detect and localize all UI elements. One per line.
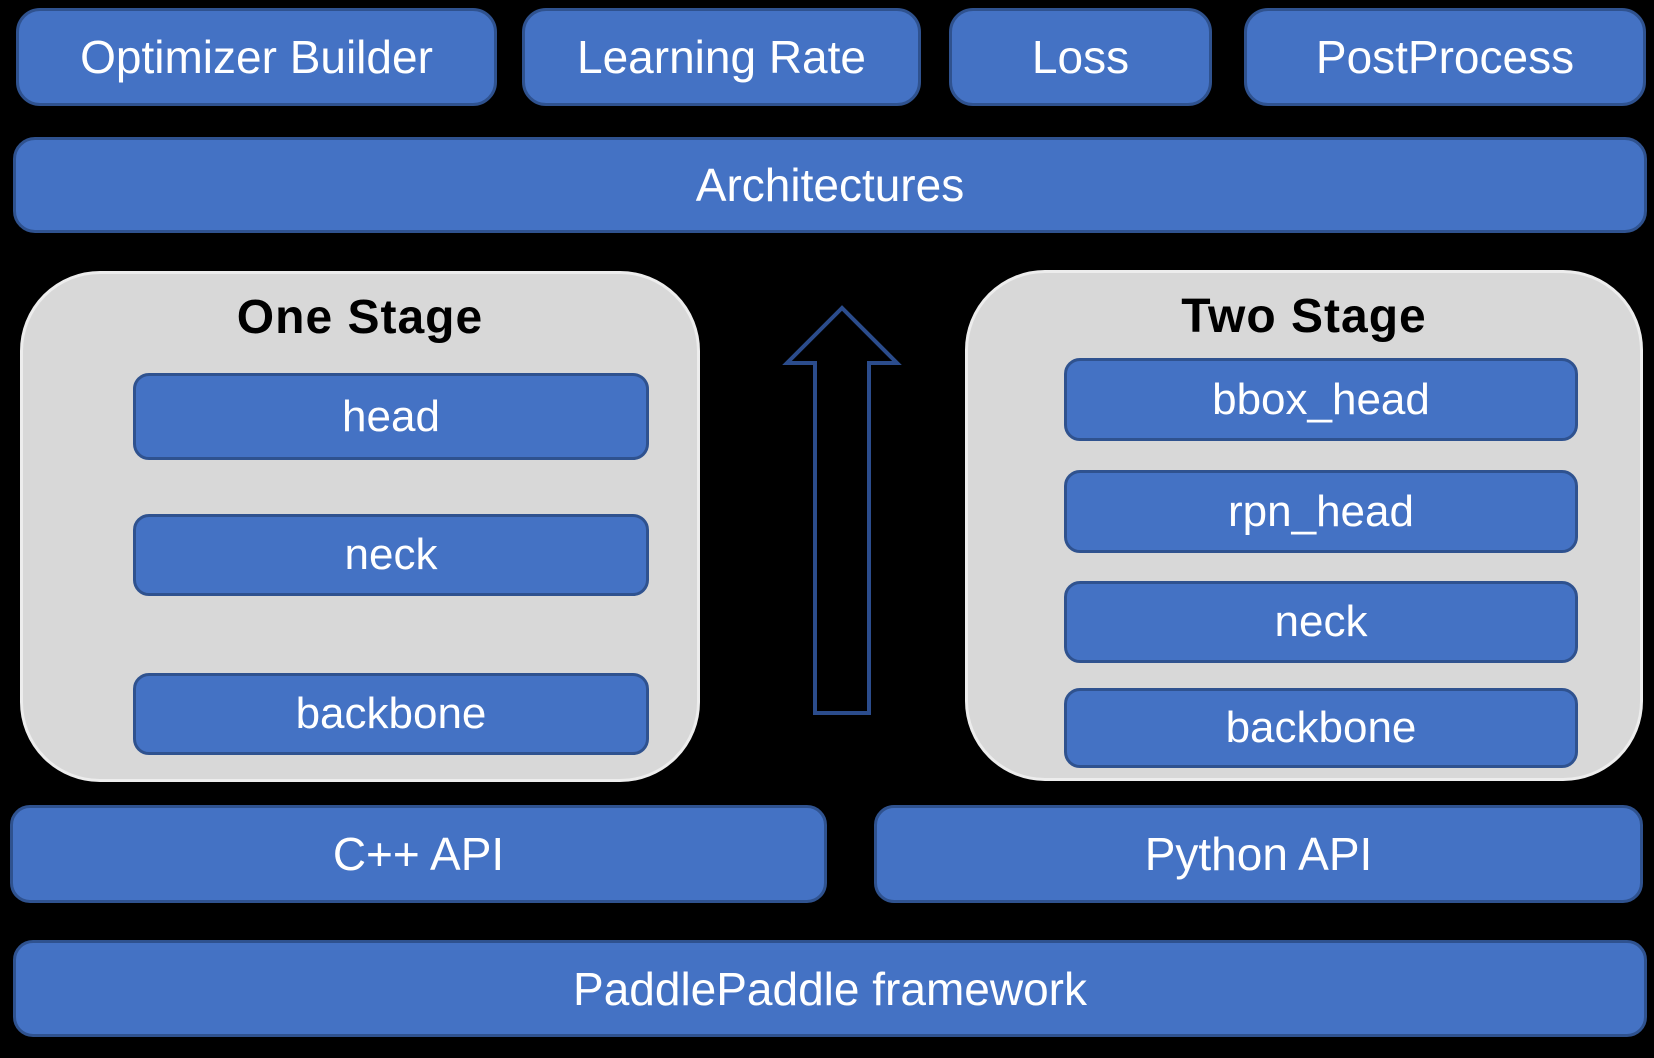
paddlepaddle-framework-bar: PaddlePaddle framework <box>13 940 1647 1037</box>
two-stage-module-neck: neck <box>1064 581 1578 663</box>
two-stage-title: Two Stage <box>1181 290 1427 343</box>
two-stage-module-rpn-head: rpn_head <box>1064 470 1578 553</box>
two-stage-container: Two Stage bbox_head rpn_head neck backbo… <box>965 270 1643 781</box>
one-stage-module-backbone: backbone <box>133 673 649 755</box>
up-arrow-icon <box>782 305 902 715</box>
cpp-api-box: C++ API <box>10 805 827 903</box>
one-stage-title: One Stage <box>236 291 484 344</box>
architectures-bar: Architectures <box>13 137 1647 233</box>
optimizer-builder-box: Optimizer Builder <box>16 8 497 106</box>
postprocess-box: PostProcess <box>1244 8 1646 106</box>
two-stage-module-backbone: backbone <box>1064 688 1578 768</box>
loss-box: Loss <box>949 8 1212 106</box>
two-stage-module-bbox-head: bbox_head <box>1064 358 1578 441</box>
one-stage-module-head: head <box>133 373 649 460</box>
one-stage-module-neck: neck <box>133 514 649 596</box>
python-api-box: Python API <box>874 805 1643 903</box>
learning-rate-box: Learning Rate <box>522 8 921 106</box>
one-stage-container: One Stage head neck backbone <box>20 271 700 782</box>
